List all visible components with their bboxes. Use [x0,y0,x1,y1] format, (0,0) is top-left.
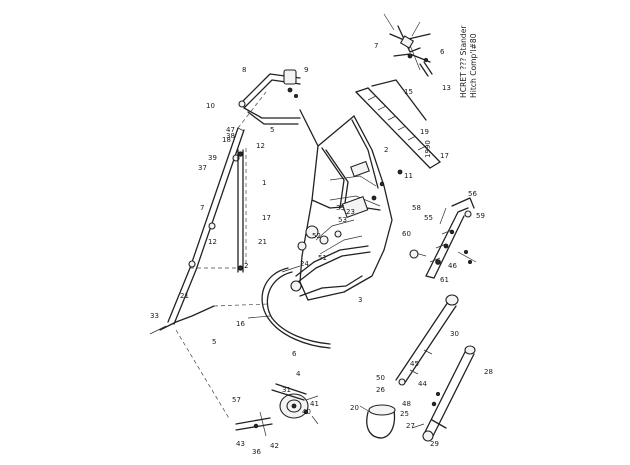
callout-23: 23 [346,208,355,216]
page-mark: 1990 [424,140,432,158]
callout-39: 39 [208,154,217,162]
callout-17: 17 [440,152,449,160]
top-arm [238,69,301,125]
callout-9: 9 [304,66,308,74]
callout-29: 29 [430,440,439,448]
callout-18: 18 [222,136,231,144]
callout-5: 5 [270,126,274,134]
callout-44: 44 [418,380,427,388]
upper-shaft [395,294,459,386]
callout-21: 21 [258,238,267,246]
callout-26: 26 [376,386,385,394]
callout-20: 20 [350,404,359,412]
callout-17: 17 [262,214,271,222]
callout-25: 25 [400,410,409,418]
callout-46: 46 [448,262,457,270]
right-bracket [409,197,477,279]
callout-58: 58 [412,204,421,212]
clamp-detail [383,13,433,77]
callout-7: 7 [374,42,378,50]
callout-30: 30 [450,330,459,338]
caption-block: HCRET ??? Stander Hitch Comp'l#80 [459,25,478,98]
callout-57: 57 [232,396,241,404]
callout-59: 59 [476,212,485,220]
callout-47: 47 [226,126,235,134]
cup-part [359,404,396,439]
callout-60: 60 [402,230,411,238]
callout-42: 42 [270,442,279,450]
callout-52: 52 [312,232,321,240]
callout-24: 24 [300,260,309,268]
callout-50: 50 [376,374,385,382]
callout-19: 19 [420,128,429,136]
main-frame [295,109,393,301]
callout-labels: 1 2 2 3 4 5 5 6 6 7 7 8 9 10 11 12 12 13… [150,42,493,456]
callout-55: 55 [424,214,433,222]
lower-shaft [411,345,476,442]
callout-48: 48 [402,400,411,408]
side-bar [237,149,244,273]
callout-53: 53 [338,216,347,224]
callout-33: 33 [150,312,159,320]
callout-38: 38 [226,132,235,140]
curved-skid [247,265,331,349]
callout-36: 36 [252,448,261,456]
callout-37: 37 [198,164,207,172]
callout-6: 6 [440,48,445,56]
callout-40: 40 [302,408,311,416]
callout-61: 61 [440,276,449,284]
callout-11: 11 [404,172,413,180]
callout-8: 8 [242,66,246,74]
callout-27: 27 [406,422,415,430]
callout-5: 5 [212,338,216,346]
callout-12: 12 [256,142,265,150]
callout-43: 43 [236,440,245,448]
callout-28: 28 [484,368,493,376]
caption-line-1: HCRET ??? Stander [459,25,468,98]
callout-13: 13 [442,84,451,92]
callout-45: 45 [410,360,419,368]
callout-31: 31 [282,386,291,394]
drawbar-assembly [149,91,269,421]
callout-6: 6 [292,350,297,358]
callout-51: 51 [318,254,327,262]
callout-4: 4 [296,370,301,378]
callout-41: 41 [310,400,319,408]
callout-15: 15 [404,88,413,96]
callout-7: 7 [200,204,204,212]
cross-member [355,79,441,175]
caption-line-2: Hitch Comp'l#80 [469,33,478,98]
callout-2: 2 [244,262,248,270]
callout-35: 35 [336,204,345,212]
callout-16: 16 [236,320,245,328]
wheel-assembly [235,383,319,437]
callout-10: 10 [206,102,215,110]
callout-56: 56 [468,190,477,198]
callout-3: 3 [358,296,362,304]
callout-1: 1 [262,179,266,187]
callout-21: 21 [180,292,189,300]
callout-2: 2 [384,146,388,154]
callout-12: 12 [208,238,217,246]
